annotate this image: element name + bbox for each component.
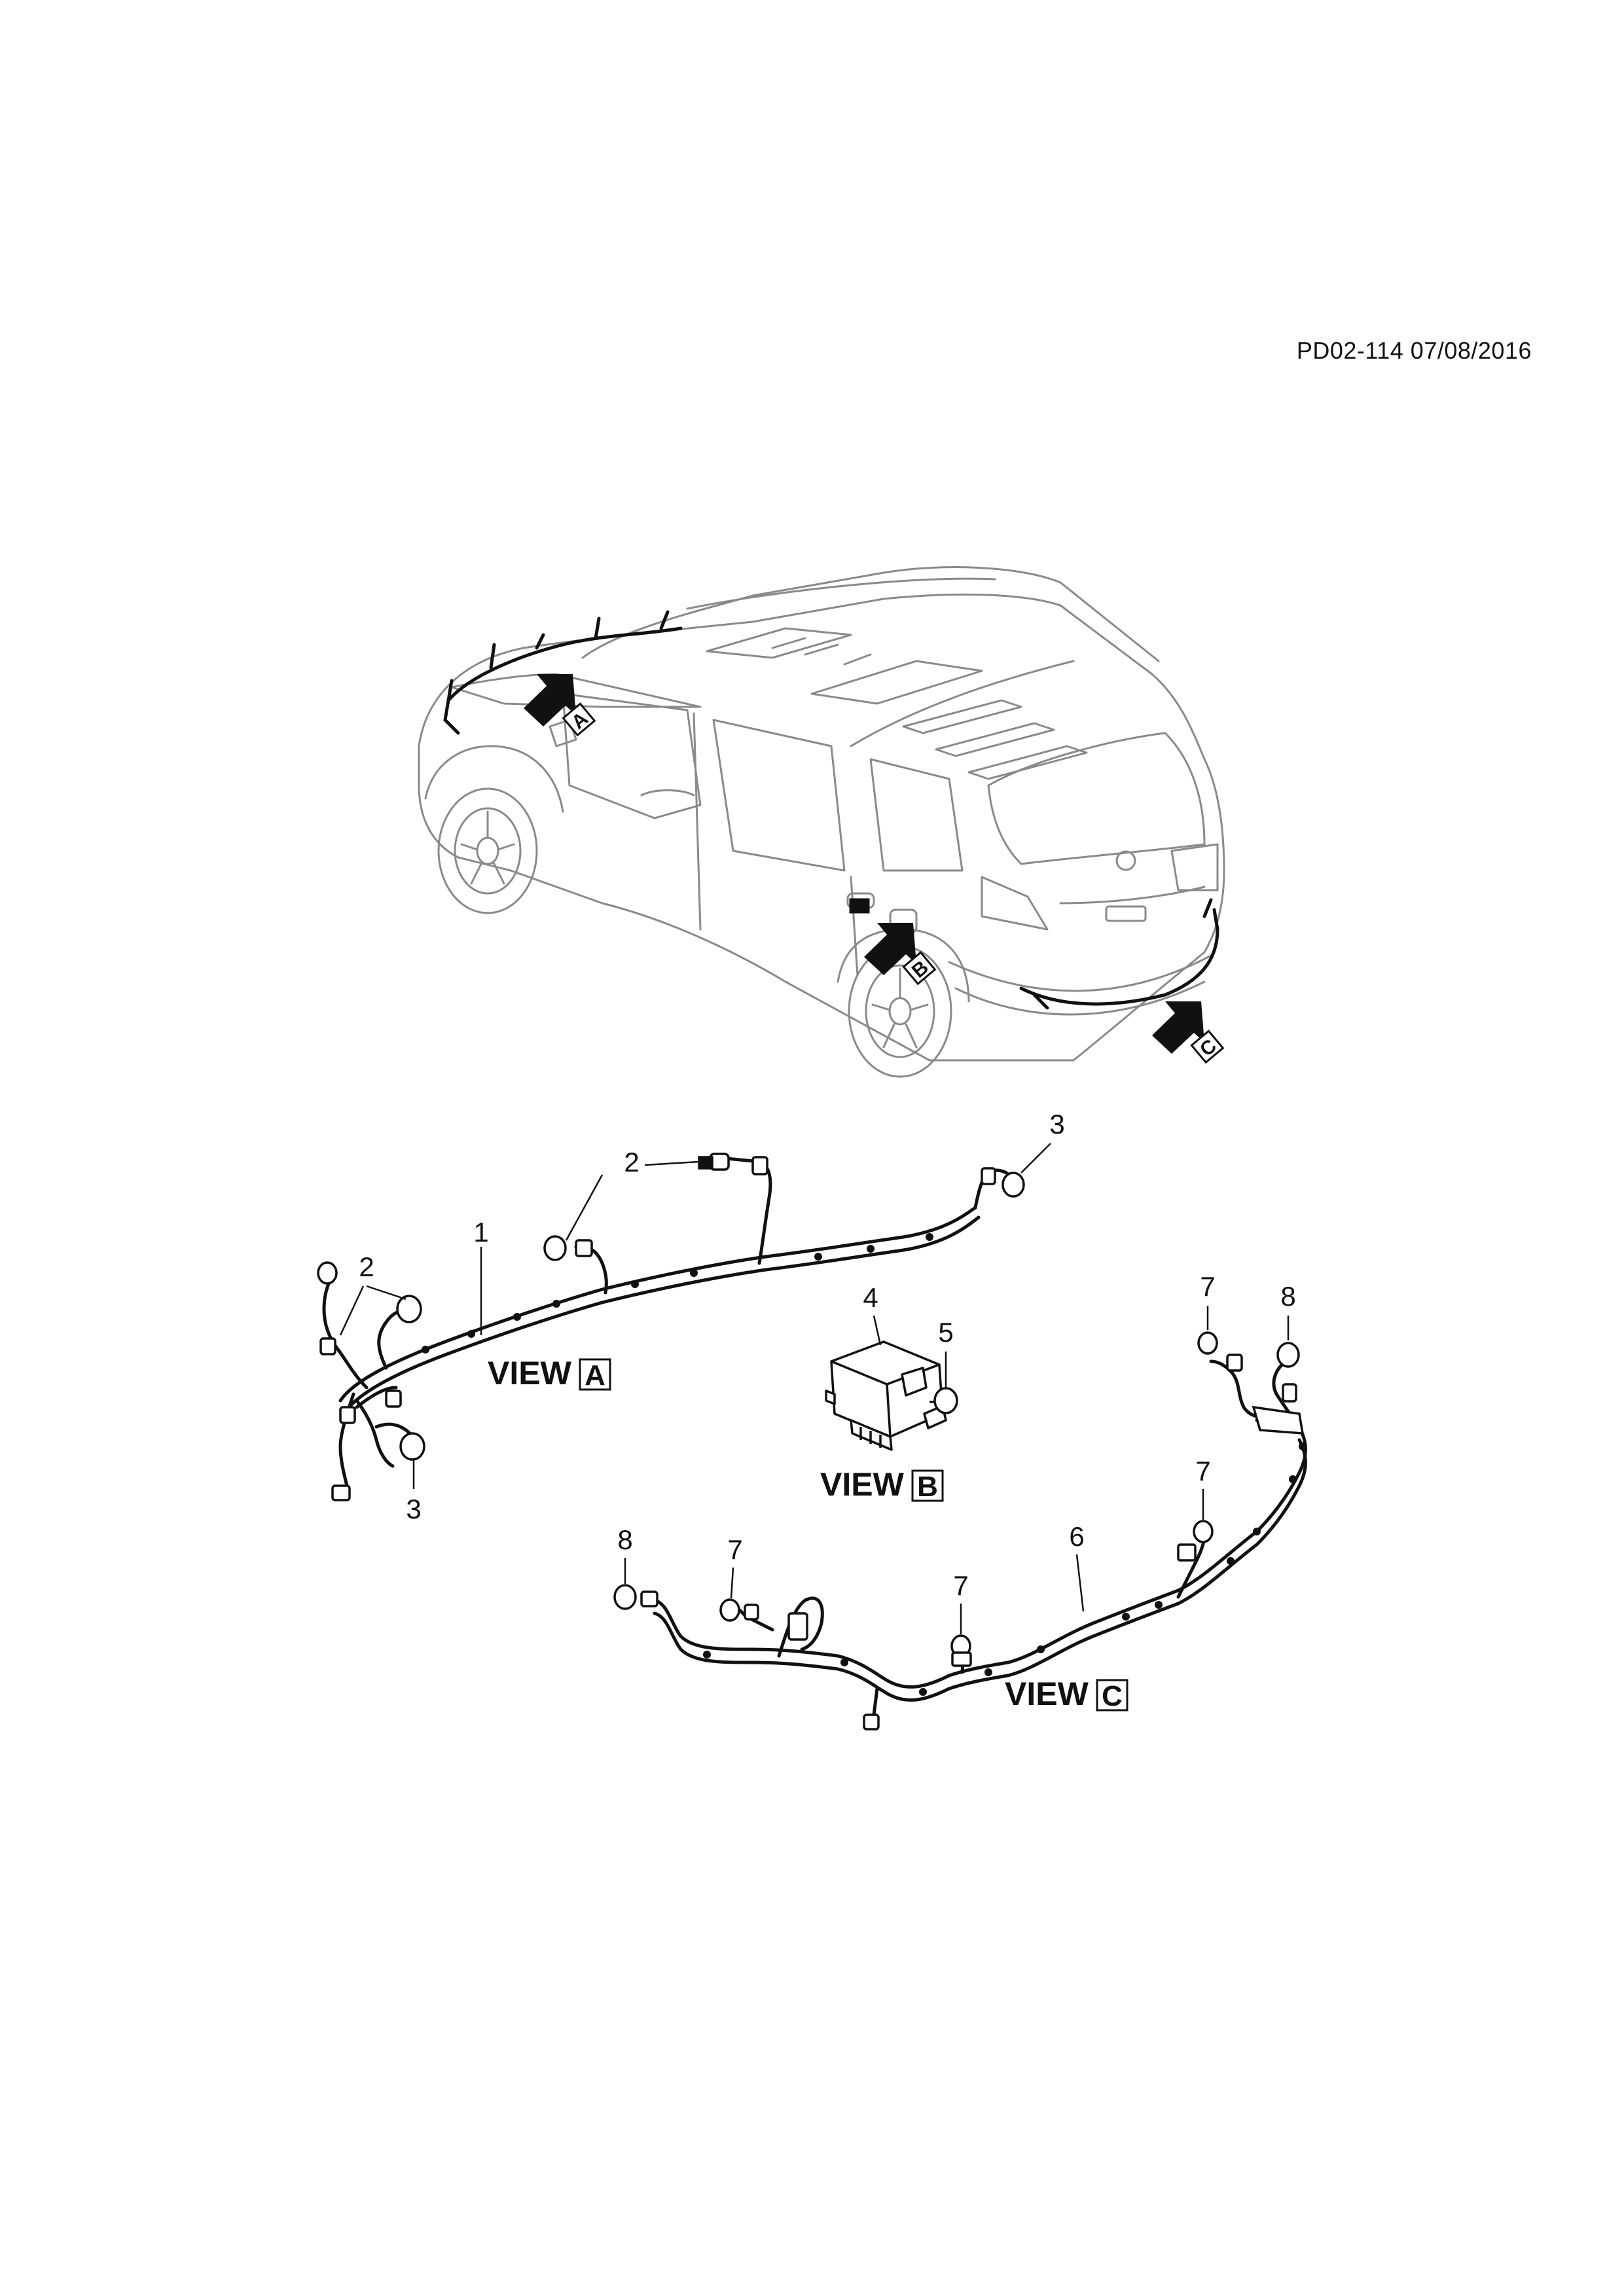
svg-text:VIEW: VIEW (1005, 1676, 1089, 1712)
svg-text:C: C (1102, 1680, 1123, 1712)
svg-text:A: A (585, 1359, 605, 1391)
callout-4: 4 (863, 1282, 878, 1313)
view-arrow-c: C (1152, 1001, 1225, 1064)
sensor-8-right (1276, 1342, 1300, 1368)
callout-1: 1 (473, 1217, 488, 1247)
harness-clip (751, 1156, 768, 1175)
callout-3-top: 3 (1049, 1109, 1064, 1139)
view-arrow-a: A (524, 674, 596, 737)
callout-7-center: 7 (953, 1570, 968, 1601)
view-a-title: VIEW A (488, 1355, 611, 1391)
svg-text:VIEW: VIEW (488, 1355, 572, 1391)
sensor-7-mid-right (1193, 1520, 1214, 1543)
callout-8-left: 8 (617, 1524, 632, 1555)
view-b-module (825, 1340, 958, 1451)
view-c-title: VIEW C (1005, 1676, 1128, 1712)
view-a-clips (422, 1233, 933, 1354)
callout-3-bottom: 3 (406, 1494, 421, 1524)
vehicle-harness-overlay (443, 610, 1219, 1010)
connector-2-left (317, 1261, 338, 1285)
callout-7-mid-right: 7 (1195, 1456, 1210, 1486)
svg-text:B: B (917, 1471, 938, 1503)
callout-5: 5 (938, 1317, 953, 1348)
view-a-connectors (317, 1153, 1025, 1501)
bolt-5 (933, 1387, 958, 1414)
sensor-2-mid (543, 1235, 567, 1261)
sensor-3-top (1001, 1172, 1025, 1198)
sensor-7-upper-right (1197, 1331, 1218, 1355)
callout-6: 6 (1069, 1521, 1084, 1552)
svg-text:VIEW: VIEW (820, 1466, 905, 1503)
view-a-harness (322, 1157, 1013, 1488)
sensor-3-bottom (399, 1432, 425, 1461)
document-id: PD02-114 07/08/2016 (1296, 337, 1532, 364)
callout-7-left: 7 (727, 1534, 742, 1565)
view-b-leaders (873, 1315, 947, 1388)
callout-2-top: 2 (624, 1147, 639, 1177)
view-b-title: VIEW B (820, 1466, 944, 1503)
sensor-7-left (719, 1598, 740, 1622)
view-c-connectors (613, 1331, 1305, 1731)
view-a-leaders (339, 1143, 1051, 1489)
view-c-clips (703, 1443, 1307, 1696)
sensor-8-left (613, 1584, 637, 1610)
bracket-left (787, 1612, 808, 1641)
view-c-leaders (624, 1306, 1290, 1634)
callout-7-upper-right: 7 (1200, 1271, 1215, 1302)
callout-2-left: 2 (359, 1251, 374, 1282)
sensor-2-left-upper (396, 1295, 422, 1323)
callout-8-right: 8 (1280, 1281, 1295, 1312)
